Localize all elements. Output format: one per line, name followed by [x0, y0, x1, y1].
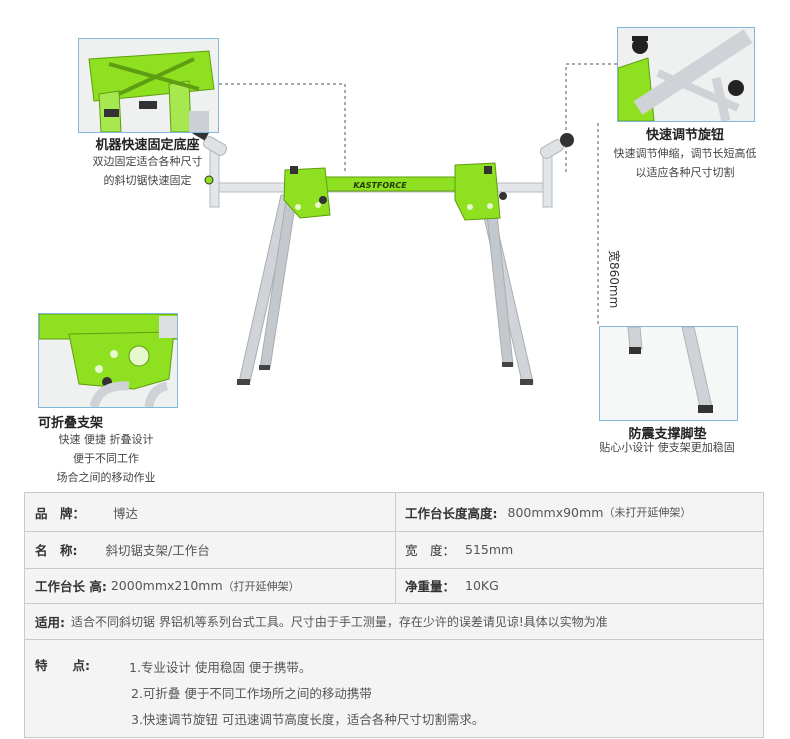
knob-title: 快速调节旋钮: [645, 128, 724, 143]
name-value: 斜切锯支架/工作台: [105, 543, 210, 558]
feature-label: 特 点:: [35, 658, 90, 673]
length-note: （打开延伸架）: [222, 579, 300, 593]
base-desc: 双边固定适合各种尺寸的斜切锯快速固定: [92, 155, 203, 187]
pad-title: 防震支撑脚垫: [628, 427, 707, 442]
height-value: 800mmx90mm: [507, 504, 604, 520]
name-label: 名 称:: [35, 543, 78, 558]
weight-label: 净重量：: [405, 579, 456, 594]
spec-row-length: 工作台长 高:2000mmx210mm（打开延伸架） 净重量： 10KG: [25, 568, 763, 604]
feature-list: 1.专业设计 使用稳固 便于携带。 2.可折叠 便于不同工作场所之间的移动携带 …: [129, 655, 484, 733]
height-label: 工作台长度高度:: [405, 505, 498, 521]
width-label: 宽 度：: [405, 543, 456, 558]
spec-row-name: 名 称: 斜切锯支架/工作台 宽 度： 515mm: [25, 531, 763, 569]
stand-legs: [237, 194, 534, 385]
knob-desc: 快速调节伸缩，调节长短高低以适应各种尺寸切割: [613, 147, 757, 179]
use-label: 适用:: [35, 614, 65, 630]
length-value: 2000mmx210mm: [110, 578, 223, 593]
height-note: （未打开延伸架）: [603, 506, 692, 519]
feature-item: 2.可折叠 便于不同工作场所之间的移动携带: [131, 686, 372, 701]
spec-row-features: 特 点: 1.专业设计 使用稳固 便于携带。 2.可折叠 便于不同工作场所之间的…: [25, 639, 763, 737]
width-value: 515mm: [465, 542, 514, 557]
spec-table: 品 牌： 博达 工作台长度高度: 800mmx90mm（未打开延伸架） 名 称: 斜切…: [24, 492, 764, 738]
fold-closeup-image: [38, 313, 178, 408]
feature-item: 1.专业设计 使用稳固 便于携带。: [129, 660, 312, 675]
fold-title: 可折叠支架: [38, 416, 104, 431]
base-title: 机器快速固定底座: [95, 138, 200, 153]
pad-desc: 贴心小设计 使支架更加稳固: [599, 441, 735, 454]
stand-illustration: KASTFORCE 宽860mm: [192, 63, 622, 385]
knob-closeup-image: [617, 27, 755, 122]
brand-on-stand: KASTFORCE: [353, 181, 407, 190]
brand-label: 品 牌：: [35, 505, 86, 521]
use-value: 适合不同斜切锯 界铝机等系列台式工具。尺寸由于手工测量，存在少许的误差请见谅!具…: [71, 614, 608, 629]
feature-item: 3.快速调节旋钮 可迅速调节高度长度，适合各种尺寸切割需求。: [131, 712, 485, 727]
fold-desc: 快速 便捷 折叠设计便于不同工作场合之间的移动作业: [56, 433, 156, 484]
weight-value: 10KG: [465, 578, 499, 593]
pad-closeup-image: [599, 326, 738, 421]
length-label: 工作台长 高:: [35, 579, 107, 594]
brand-value: 博达: [113, 505, 139, 521]
base-closeup-image: [78, 38, 219, 133]
width-dimension: 宽860mm: [607, 250, 622, 308]
spec-row-brand: 品 牌： 博达 工作台长度高度: 800mmx90mm（未打开延伸架）: [25, 493, 763, 532]
spec-row-use: 适用: 适合不同斜切锯 界铝机等系列台式工具。尺寸由于手工测量，存在少许的误差请见…: [25, 603, 763, 640]
